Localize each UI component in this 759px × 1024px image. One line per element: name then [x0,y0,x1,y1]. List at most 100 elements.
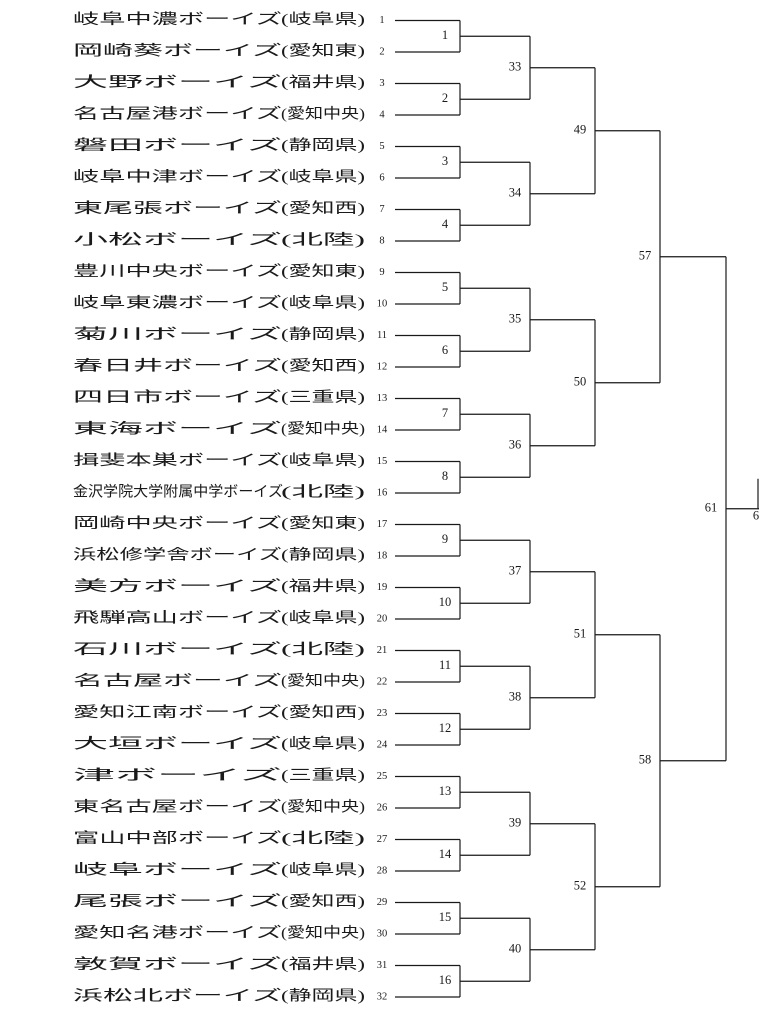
team-seed: 14 [377,424,388,435]
team-region: (愛知西) [281,357,365,374]
team-region: (愛知西) [281,893,365,910]
team-region: (北陸) [281,830,365,847]
team-region: (福井県) [281,956,365,973]
team-name: 石川ボーイズ [73,641,282,658]
team-region: (北陸) [281,641,365,658]
team-seed: 10 [377,298,388,309]
match-number: 51 [574,627,587,641]
team-region: (岐阜県) [281,11,365,28]
team-name: 東尾張ボーイズ [73,200,282,217]
team-seed: 28 [377,865,388,876]
team-region: (北陸) [281,483,365,500]
match-number: 10 [439,595,452,609]
team-name: 岐阜東濃ボーイズ [73,294,282,311]
match-number: 2 [442,91,448,105]
match-number: 38 [509,690,522,704]
team-region: (愛知西) [281,704,365,721]
team-name: 大野ボーイズ [73,74,282,91]
team-seed: 21 [377,645,388,656]
team-region: (愛知西) [281,200,365,217]
team-region: (愛知中央) [281,924,365,941]
team-name: 岐阜中濃ボーイズ [73,11,282,28]
match-number: 1 [442,28,448,42]
team-name: 揖斐本巣ボーイズ [73,452,282,469]
match-number: 13 [439,784,452,798]
team-seed: 18 [377,550,388,561]
team-seed: 11 [377,330,387,341]
match-number: 11 [439,658,451,672]
team-seed: 13 [377,393,388,404]
team-region: (岐阜県) [281,609,365,626]
team-seed: 32 [377,991,388,1002]
match-number: 5 [442,280,448,294]
team-name: 四日市ボーイズ [73,389,282,406]
match-number: 16 [439,973,452,987]
team-region: (静岡県) [281,137,365,154]
team-seed: 8 [379,235,384,246]
team-seed: 15 [377,456,388,467]
match-number: 9 [442,532,448,546]
team-seed: 5 [379,141,384,152]
team-name: 尾張ボーイズ [73,893,282,910]
team-name: 富山中部ボーイズ [73,829,282,847]
team-seed: 31 [377,960,388,971]
team-name: 岡崎中央ボーイズ [73,515,282,532]
match-number: 57 [639,249,652,263]
team-name: 金沢学院大学附属中学ボーイズ [73,483,283,500]
team-name: 春日井ボーイズ [73,357,282,374]
team-region: (愛知中央) [281,420,365,437]
team-seed: 23 [377,708,388,719]
match-number: 40 [509,942,522,956]
team-seed: 2 [379,46,384,57]
match-number: 36 [509,438,522,452]
match-number: 8 [442,469,448,483]
team-name: 名古屋ボーイズ [73,672,282,689]
team-seed: 22 [377,676,388,687]
team-region: (愛知東) [281,263,365,280]
match-number: 49 [574,123,587,137]
team-name: 美方ボーイズ [73,578,282,595]
match-number: 3 [442,154,448,168]
team-seed: 3 [379,78,384,89]
match-number: 14 [439,847,452,861]
match-number: 35 [509,312,522,326]
team-seed: 27 [377,834,388,845]
match-number: 12 [439,721,452,735]
team-name: 小松ボーイズ [73,231,282,248]
team-name: 浜松北ボーイズ [73,987,282,1004]
team-name: 津ボーイズ [73,767,282,784]
team-name: 岐阜中津ボーイズ [73,168,282,185]
team-seed: 29 [377,897,388,908]
team-name: 愛知江南ボーイズ [73,704,282,721]
team-region: (岐阜県) [281,168,365,185]
team-region: (福井県) [281,74,365,91]
team-seed: 12 [377,361,388,372]
team-seed: 20 [377,613,388,624]
match-number: 15 [439,910,452,924]
team-name: 菊川ボーイズ [73,326,282,343]
match-number: 37 [509,564,522,578]
team-region: (北陸) [281,231,365,248]
team-seed: 7 [379,204,384,215]
team-name: 東海ボーイズ [73,420,282,437]
team-region: (三重県) [281,767,365,784]
team-seed: 24 [377,739,388,750]
match-number: 4 [442,217,449,231]
team-region: (愛知中央) [281,798,365,815]
team-region: (岐阜県) [281,861,365,878]
team-name: 豊川中央ボーイズ [73,263,282,280]
team-seed: 26 [377,802,388,813]
team-name: 岐阜ボーイズ [73,861,282,878]
match-number: 58 [639,753,652,767]
team-region: (三重県) [281,389,365,406]
team-name: 敦賀ボーイズ [73,956,282,973]
team-region: (静岡県) [281,546,365,563]
match-number: 33 [509,60,522,74]
team-seed: 17 [377,519,388,530]
team-seed: 30 [377,928,388,939]
team-region: (静岡県) [281,326,365,343]
team-region: (愛知東) [281,515,365,532]
team-seed: 1 [379,15,384,26]
team-name: 岡崎葵ボーイズ [73,42,282,59]
